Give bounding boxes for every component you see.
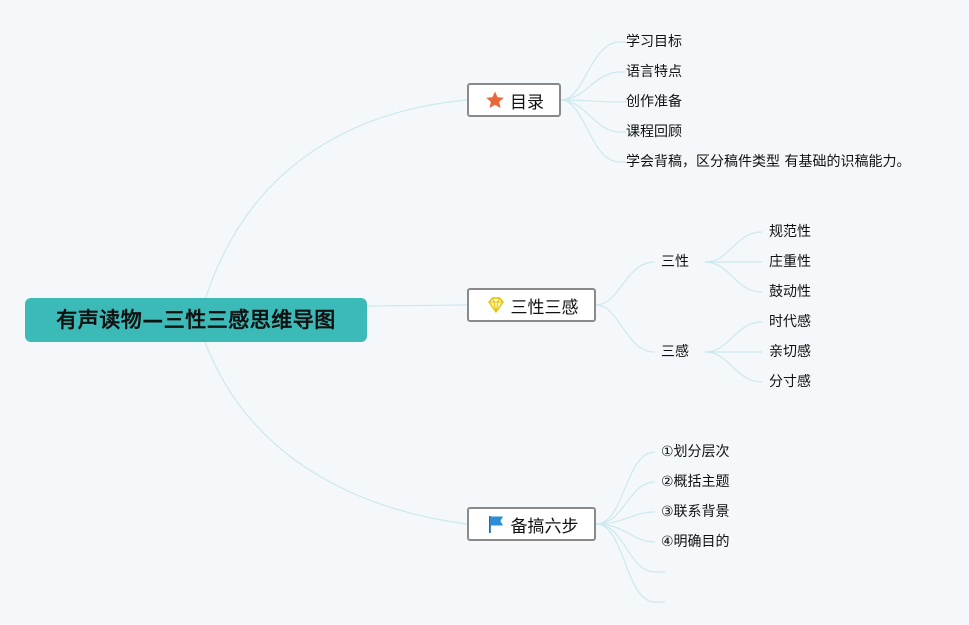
leaf-sangan-1[interactable]: 时代感: [769, 314, 811, 330]
diamond-icon: [485, 294, 507, 316]
leaf-sangan-3[interactable]: 分寸感: [769, 374, 811, 390]
leaf-toc-2[interactable]: 语言特点: [626, 64, 682, 80]
connector-bg-4: [595, 523, 656, 543]
connector-bg-2: [595, 481, 656, 525]
group-sanxing[interactable]: 三性: [661, 254, 689, 270]
branch-beigao-liubu[interactable]: 备搞六步: [467, 507, 596, 541]
branch-label: 三性三感: [510, 297, 579, 318]
branch-label: 目录: [510, 92, 544, 113]
branch-sanxing-sangan[interactable]: 三性三感: [467, 288, 596, 322]
star-icon: [484, 89, 506, 111]
leaf-toc-4[interactable]: 课程回顾: [626, 124, 682, 140]
leaf-sanxing-2[interactable]: 庄重性: [769, 254, 811, 270]
connector-sanxing-group2: [595, 304, 656, 353]
root-topic[interactable]: 有声读物—三性三感思维导图: [25, 298, 367, 342]
flag-icon: [485, 513, 507, 535]
connector-sanxing-group1: [595, 261, 656, 306]
connector-bg-1: [595, 451, 656, 525]
branch-label: 备搞六步: [510, 516, 579, 537]
leaf-beigao-2[interactable]: ②概括主题: [661, 474, 730, 490]
group-sangan[interactable]: 三感: [661, 344, 689, 360]
leaf-sangan-2[interactable]: 亲切感: [769, 344, 811, 360]
connector-root-toc: [204, 99, 468, 301]
branch-toc[interactable]: 目录: [467, 83, 561, 117]
leaf-beigao-3[interactable]: ③联系背景: [661, 504, 730, 520]
connector-toc-4: [560, 99, 621, 133]
connector-toc-5: [560, 99, 621, 163]
connector-g1-1: [704, 231, 763, 263]
leaf-toc-3[interactable]: 创作准备: [626, 94, 682, 110]
leaf-toc-1[interactable]: 学习目标: [626, 34, 682, 50]
connector-toc-2: [560, 71, 621, 101]
leaf-beigao-1[interactable]: ①划分层次: [661, 444, 730, 460]
connector-toc-1: [560, 41, 621, 101]
leaf-sanxing-3[interactable]: 鼓动性: [769, 284, 811, 300]
connector-root-beigao: [204, 341, 468, 525]
connector-g1-3: [704, 261, 763, 293]
leaf-sanxing-1[interactable]: 规范性: [769, 224, 811, 240]
connector-g2-3: [704, 351, 763, 383]
connector-bg-5: [595, 523, 656, 573]
leaf-toc-5[interactable]: 学会背稿，区分稿件类型 有基础的识稿能力。: [626, 154, 911, 170]
connector-root-sanxing: [366, 304, 468, 307]
connector-g2-1: [704, 321, 763, 353]
connector-bg-6: [595, 523, 656, 603]
leaf-beigao-4[interactable]: ④明确目的: [661, 534, 730, 550]
connector-bg-3: [595, 511, 656, 525]
